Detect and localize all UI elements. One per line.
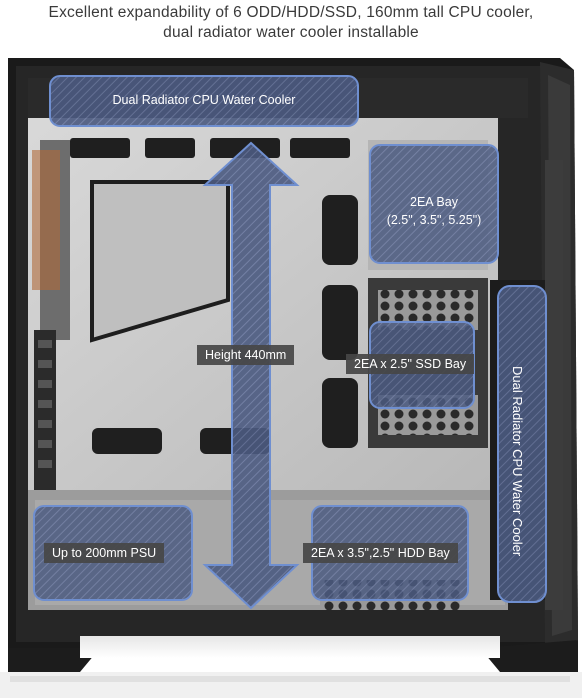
label-side-radiator: Dual Radiator CPU Water Cooler xyxy=(510,365,525,557)
label-hdd-bay: 2EA x 3.5",2.5" HDD Bay xyxy=(303,543,458,563)
highlight-top-radiator xyxy=(49,75,359,127)
label-psu: Up to 200mm PSU xyxy=(44,543,165,563)
cpu-cutout xyxy=(90,180,230,343)
label-2ea-bay: 2EA Bay (2.5", 3.5", 5.25") xyxy=(370,193,498,229)
top-vents xyxy=(70,138,350,158)
height-arrow xyxy=(202,141,300,610)
label-ssd-bay: 2EA x 2.5" SSD Bay xyxy=(346,354,475,374)
label-height: Height 440mm xyxy=(197,345,295,365)
highlight-side-radiator xyxy=(497,285,547,603)
label-2ea-bay-line2: (2.5", 3.5", 5.25") xyxy=(386,213,482,227)
caption-line-1: Excellent expandability of 6 ODD/HDD/SSD… xyxy=(48,4,534,21)
highlight-2ea-bay xyxy=(369,144,499,264)
label-2ea-bay-line1: 2EA Bay xyxy=(410,195,458,209)
label-top-radiator: Dual Radiator CPU Water Cooler xyxy=(112,93,296,107)
expansion-slots xyxy=(32,150,60,490)
caption-line-2: dual radiator water cooler installable xyxy=(163,24,419,41)
